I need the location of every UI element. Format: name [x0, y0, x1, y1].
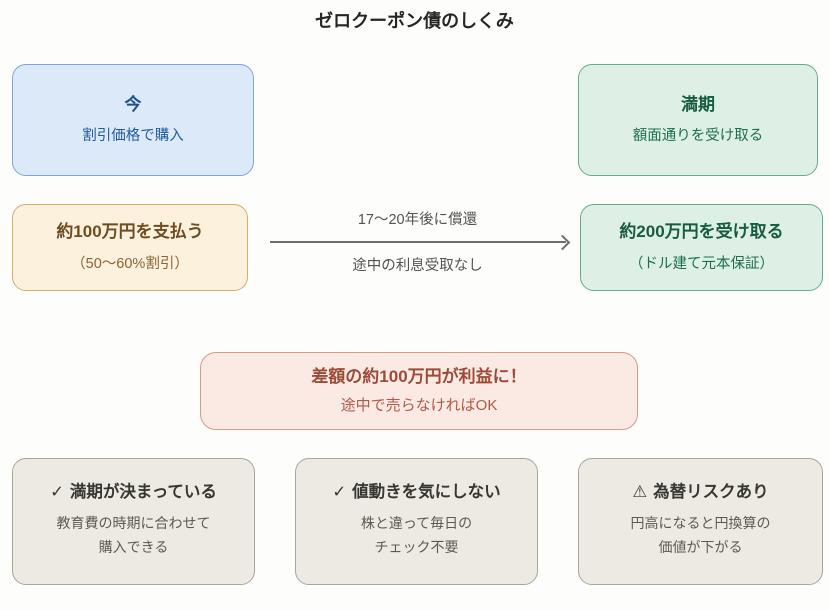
- feature-heading: ⚠ 為替リスクあり: [632, 483, 768, 503]
- arrow-top-label: 17〜20年後に償還: [357, 212, 478, 228]
- check-icon: ✓: [332, 483, 347, 502]
- feature-heading-text: 為替リスクあり: [653, 483, 769, 502]
- profit-box-heading: 差額の約100万円が利益に！: [311, 367, 527, 387]
- feature-description: 円高になると円換算の 価値が下がる: [631, 511, 771, 560]
- feature-box-currency-risk: ⚠ 為替リスクあり 円高になると円換算の 価値が下がる: [578, 458, 823, 585]
- feature-description: 株と違って毎日の チェック不要: [361, 511, 472, 560]
- profit-box-subtext: 途中で売らなければOK: [340, 396, 498, 414]
- pay-box-heading: 約100万円を支払う: [56, 222, 204, 242]
- feature-description-line: 教育費の時期に合わせて: [56, 514, 211, 531]
- receive-box-subtext: （ドル建て元本保証）: [629, 255, 774, 272]
- feature-description-line: 円高になると円換算の: [630, 514, 771, 531]
- maturity-box: 満期 額面通りを受け取る: [578, 64, 818, 176]
- maturity-box-heading: 満期: [681, 94, 715, 114]
- feature-description-line: 購入できる: [98, 539, 169, 556]
- receive-box-heading: 約200万円を受け取る: [619, 222, 784, 242]
- now-box-subtext: 割引価格で購入: [82, 128, 184, 144]
- receive-box: 約200万円を受け取る （ドル建て元本保証）: [580, 204, 823, 291]
- pay-box: 約100万円を支払う （50〜60%割引）: [12, 204, 248, 291]
- arrow-head-icon: [554, 234, 571, 251]
- feature-description-line: チェック不要: [374, 539, 459, 556]
- warning-icon: ⚠: [632, 483, 648, 502]
- arrow-bottom-label: 途中の利息受取なし: [352, 258, 483, 274]
- feature-heading: ✓ 値動きを気にしない: [332, 483, 500, 503]
- feature-box-fixed-maturity: ✓ 満期が決まっている 教育費の時期に合わせて 購入できる: [12, 458, 255, 585]
- feature-description-line: 価値が下がる: [658, 539, 743, 556]
- feature-heading-text: 満期が決まっている: [69, 483, 217, 502]
- profit-box: 差額の約100万円が利益に！ 途中で売らなければOK: [200, 352, 638, 430]
- page-title: ゼロクーポン債のしくみ: [315, 11, 514, 31]
- now-box-heading: 今: [124, 94, 142, 114]
- feature-box-no-price-watching: ✓ 値動きを気にしない 株と違って毎日の チェック不要: [295, 458, 538, 585]
- feature-description: 教育費の時期に合わせて 購入できる: [57, 511, 211, 560]
- redemption-arrow: [270, 234, 571, 251]
- feature-heading-text: 値動きを気にしない: [352, 483, 501, 502]
- feature-heading: ✓ 満期が決まっている: [50, 483, 217, 503]
- check-icon: ✓: [50, 483, 64, 502]
- pay-box-subtext: （50〜60%割引）: [71, 255, 189, 272]
- maturity-box-subtext: 額面通りを受け取る: [632, 128, 764, 144]
- now-box: 今 割引価格で購入: [12, 64, 254, 176]
- feature-description-line: 株と違って毎日の: [360, 514, 473, 531]
